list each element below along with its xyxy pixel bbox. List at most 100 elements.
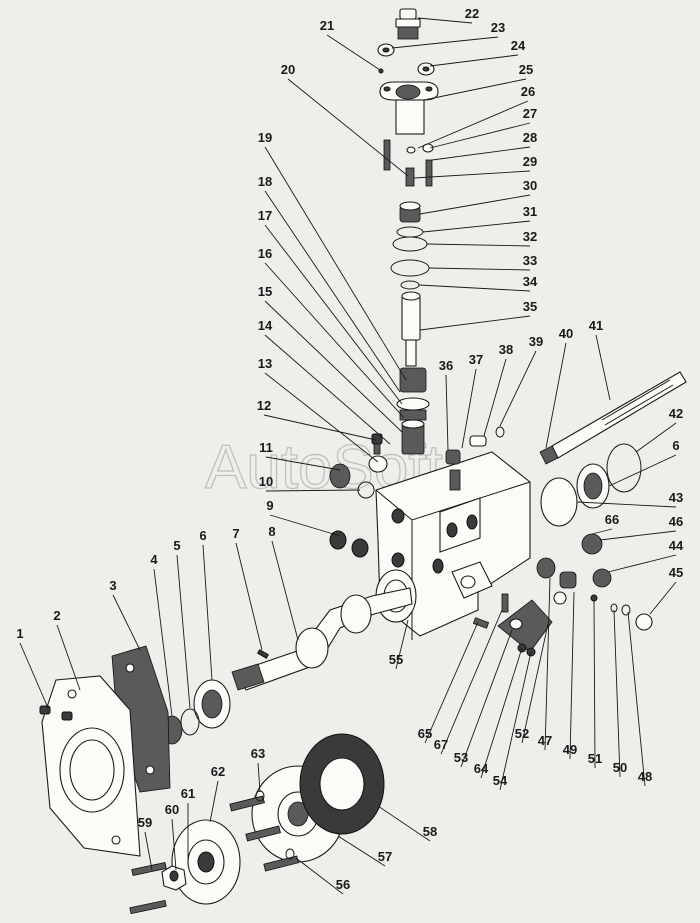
leader-line-64 bbox=[480, 647, 523, 779]
cover-2 bbox=[41, 675, 141, 857]
plug-44 bbox=[592, 568, 612, 588]
leader-line-60 bbox=[171, 818, 177, 871]
leader-line-42 bbox=[635, 422, 677, 453]
sleeve-11-13 bbox=[329, 455, 388, 489]
leader-line-25 bbox=[423, 78, 527, 101]
leader-line-28 bbox=[431, 146, 531, 161]
callout-11: 11 bbox=[259, 440, 273, 455]
leader-line-32 bbox=[426, 243, 531, 247]
leader-line-40 bbox=[545, 342, 567, 449]
bearing-6-right bbox=[576, 463, 610, 509]
callout-46: 46 bbox=[669, 514, 683, 529]
fittings-36-39 bbox=[445, 426, 505, 491]
leader-line-41 bbox=[595, 334, 611, 401]
leader-line-31 bbox=[422, 220, 531, 233]
leader-line-5 bbox=[176, 554, 191, 709]
leader-line-6 bbox=[608, 454, 677, 487]
leader-line-16 bbox=[264, 262, 405, 419]
leader-line-35 bbox=[419, 315, 531, 331]
callout-55: 55 bbox=[389, 652, 403, 667]
leader-line-37 bbox=[461, 368, 477, 449]
callout-21: 21 bbox=[320, 18, 334, 33]
leader-line-1 bbox=[19, 642, 49, 709]
callout-38: 38 bbox=[499, 342, 513, 357]
callout-45: 45 bbox=[669, 565, 683, 580]
callout-22: 22 bbox=[465, 6, 479, 21]
callout-58: 58 bbox=[423, 824, 437, 839]
studs-59 bbox=[129, 862, 167, 915]
callout-40: 40 bbox=[559, 326, 573, 341]
plug-9 bbox=[329, 530, 369, 558]
barrel-35 bbox=[401, 291, 421, 367]
callout-5: 5 bbox=[173, 538, 180, 553]
callout-43: 43 bbox=[669, 490, 683, 505]
callout-25: 25 bbox=[519, 62, 533, 77]
leader-line-56 bbox=[295, 857, 344, 895]
leader-line-46 bbox=[599, 530, 677, 541]
callout-15: 15 bbox=[258, 284, 272, 299]
leader-line-43 bbox=[576, 501, 677, 508]
callout-10: 10 bbox=[259, 474, 273, 489]
callout-60: 60 bbox=[165, 802, 179, 817]
leader-line-21 bbox=[326, 34, 381, 71]
plate-52-67 bbox=[472, 593, 553, 657]
leader-line-47 bbox=[544, 577, 551, 751]
bearing-6-left bbox=[193, 679, 231, 729]
callout-24: 24 bbox=[511, 38, 526, 53]
leader-line-4 bbox=[153, 568, 173, 717]
leader-line-49 bbox=[569, 591, 575, 760]
ring-5 bbox=[180, 708, 200, 736]
callout-36: 36 bbox=[439, 358, 453, 373]
leader-line-13 bbox=[264, 372, 379, 463]
leader-line-38 bbox=[483, 358, 507, 437]
callout-27: 27 bbox=[523, 106, 537, 121]
callout-63: 63 bbox=[251, 746, 265, 761]
leader-line-54 bbox=[499, 651, 532, 791]
leader-line-30 bbox=[419, 194, 531, 215]
callout-8: 8 bbox=[268, 524, 275, 539]
leader-line-14 bbox=[264, 334, 391, 445]
callout-37: 37 bbox=[469, 352, 483, 367]
callout-65: 65 bbox=[418, 726, 432, 741]
hub-62 bbox=[171, 819, 241, 905]
nut-23 bbox=[377, 43, 395, 57]
leader-line-34 bbox=[418, 284, 531, 292]
callout-6: 6 bbox=[199, 528, 206, 543]
callout-56: 56 bbox=[336, 877, 350, 892]
key-7 bbox=[256, 649, 270, 659]
valve-30 bbox=[399, 201, 421, 223]
leader-line-66 bbox=[591, 528, 613, 535]
callout-12: 12 bbox=[257, 398, 271, 413]
studs-26-28 bbox=[383, 139, 434, 187]
leader-line-27 bbox=[429, 122, 531, 149]
leader-line-6 bbox=[202, 544, 213, 681]
callout-61: 61 bbox=[181, 786, 195, 801]
leader-line-48 bbox=[627, 611, 646, 787]
leader-line-18 bbox=[264, 190, 401, 393]
leader-line-52 bbox=[521, 623, 549, 744]
fitting-22 bbox=[395, 8, 421, 40]
callout-67: 67 bbox=[434, 737, 448, 752]
leader-line-36 bbox=[445, 374, 449, 451]
callout-51: 51 bbox=[588, 751, 602, 766]
callout-57: 57 bbox=[378, 849, 392, 864]
leader-line-24 bbox=[429, 54, 519, 67]
leader-line-23 bbox=[391, 36, 499, 49]
callout-3: 3 bbox=[109, 578, 116, 593]
callout-53: 53 bbox=[454, 750, 468, 765]
spring-29 bbox=[405, 167, 415, 187]
leader-line-44 bbox=[607, 554, 677, 573]
leader-line-57 bbox=[337, 835, 386, 867]
rack-41 bbox=[539, 371, 687, 465]
leader-line-65 bbox=[424, 621, 479, 744]
callout-7: 7 bbox=[232, 526, 239, 541]
leader-line-15 bbox=[264, 300, 403, 433]
leader-line-33 bbox=[428, 267, 531, 271]
callout-31: 31 bbox=[523, 204, 537, 219]
callout-9: 9 bbox=[266, 498, 273, 513]
callout-33: 33 bbox=[523, 253, 537, 268]
leader-line-53 bbox=[460, 629, 513, 768]
callout-20: 20 bbox=[281, 62, 295, 77]
